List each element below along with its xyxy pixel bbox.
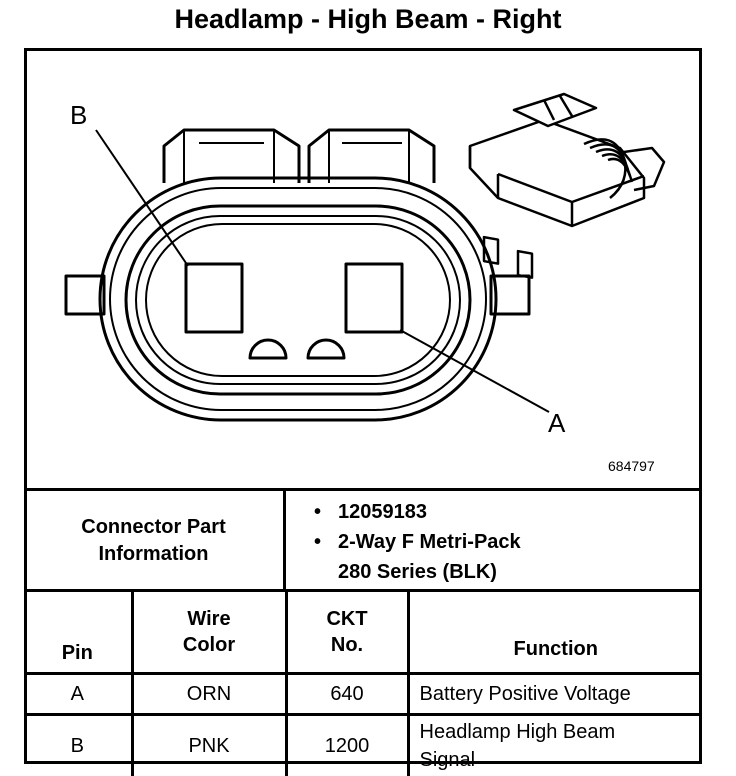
terminal-b <box>186 264 242 332</box>
cell-pin: A <box>24 674 132 715</box>
connector-info-label: Connector Part Information <box>24 491 286 590</box>
header-ckt-no: CKT No. <box>286 591 408 674</box>
locking-tab-right <box>309 130 434 183</box>
pin-table: Pin Wire Color CKT No. Function A ORN 64… <box>24 589 702 776</box>
header-wire-color: Wire Color <box>132 591 286 674</box>
part-number: 12059183 <box>338 497 427 527</box>
cell-ckt-no: 1200 <box>286 715 408 776</box>
cell-ckt-no: 640 <box>286 674 408 715</box>
figure-id: 684797 <box>608 458 655 474</box>
side-ear-left <box>66 276 104 314</box>
connector-inner-shell <box>126 206 470 394</box>
header-function: Function <box>408 591 702 674</box>
connector-drawing <box>24 48 702 488</box>
table-row: B PNK 1200 Headlamp High Beam Signal <box>24 715 702 776</box>
pin-label-a: A <box>548 408 565 439</box>
connector-type-line: 280 Series (BLK) <box>338 557 521 587</box>
pin-table-header: Pin Wire Color CKT No. Function <box>24 591 702 674</box>
table-row: A ORN 640 Battery Positive Voltage <box>24 674 702 715</box>
cell-wire-color: PNK <box>132 715 286 776</box>
page-title: Headlamp - High Beam - Right <box>0 4 736 35</box>
cell-function: Battery Positive Voltage <box>408 674 702 715</box>
bullet-icon: • <box>314 527 338 587</box>
connector-type-line: 2-Way F Metri-Pack <box>338 527 521 557</box>
terminal-a <box>346 264 402 332</box>
connector-info-row: Connector Part Information • 12059183 • … <box>24 488 702 590</box>
pin-label-b: B <box>70 100 87 131</box>
connector-info-label-line: Information <box>81 541 225 568</box>
bullet-icon: • <box>314 497 338 527</box>
cell-pin: B <box>24 715 132 776</box>
connector-info-list: • 12059183 • 2-Way F Metri-Pack 280 Seri… <box>314 497 521 587</box>
connector-info-item: • 12059183 <box>314 497 521 527</box>
header-pin: Pin <box>24 591 132 674</box>
cell-wire-color: ORN <box>132 674 286 715</box>
keying-bump-left <box>250 340 286 358</box>
connector-info-label-line: Connector Part <box>81 514 225 541</box>
connector-face-svg <box>24 48 702 488</box>
connector-info-item: • 2-Way F Metri-Pack 280 Series (BLK) <box>314 527 521 587</box>
cell-function: Headlamp High Beam Signal <box>408 715 702 776</box>
keying-bump-right <box>308 340 344 358</box>
connector-iso-sketch <box>470 94 664 278</box>
